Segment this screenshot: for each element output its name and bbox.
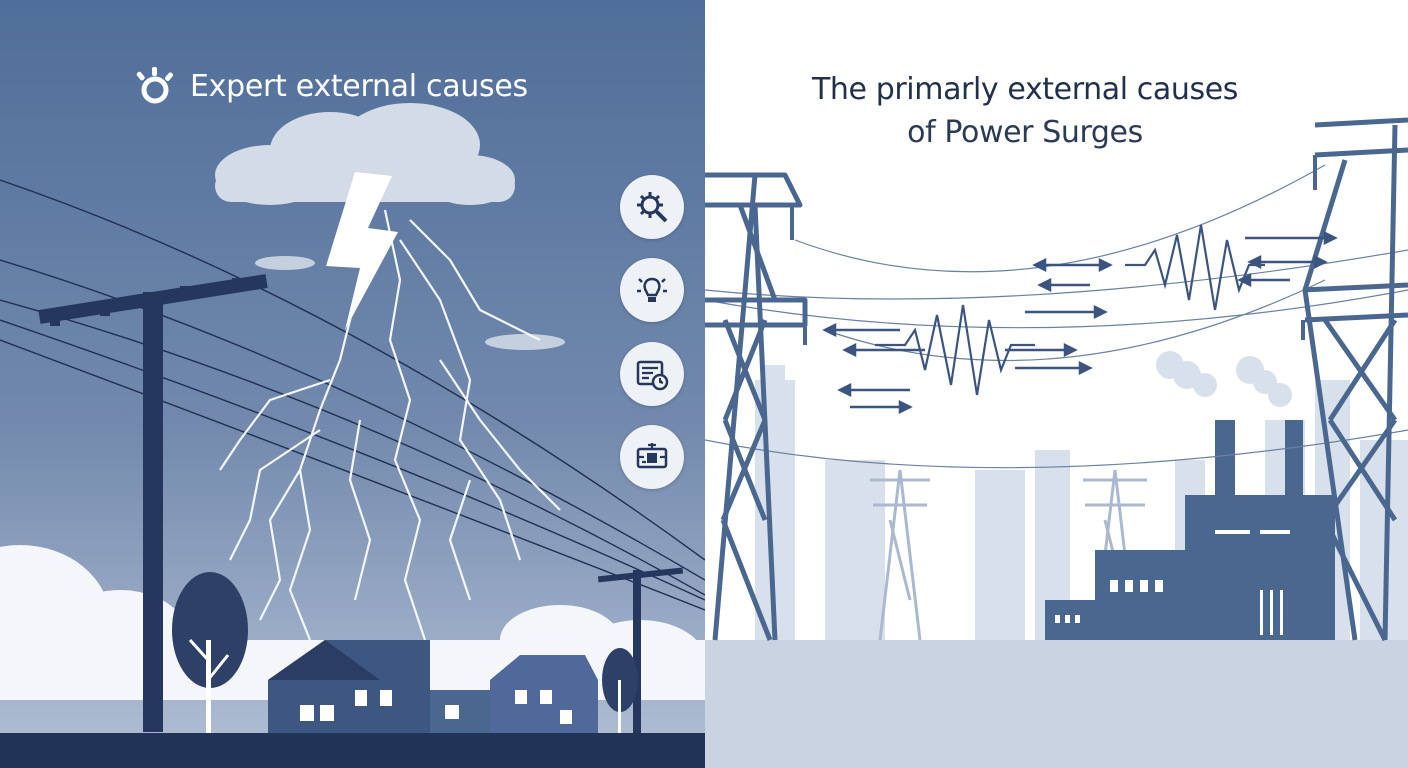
lightning-bolt <box>326 172 398 330</box>
ground <box>0 733 705 768</box>
houses <box>268 640 598 735</box>
right-title-line1: The primarly external causes <box>812 72 1238 107</box>
lightning-branches <box>219 209 561 641</box>
document-clock-icon[interactable] <box>620 342 684 406</box>
storm-scene <box>0 0 705 768</box>
smoke <box>1156 351 1292 407</box>
surge-arrows <box>822 230 1338 415</box>
left-panel-title: Expert external causes <box>132 66 528 106</box>
grid-panel: The primarly external causes of Power Su… <box>705 0 1408 768</box>
insulators <box>790 155 1317 345</box>
ground <box>705 640 1408 768</box>
right-title-line2: of Power Surges <box>907 115 1143 150</box>
utility-pole-right <box>597 567 684 735</box>
sun-eye-logo-icon <box>132 66 178 106</box>
small-cloud <box>485 334 565 350</box>
left-title-text: Expert external causes <box>190 68 528 104</box>
gear-search-icon[interactable] <box>620 175 684 239</box>
factory <box>1045 420 1335 640</box>
tree-right <box>602 648 638 735</box>
tower-right <box>1302 117 1408 642</box>
circuit-board-icon[interactable] <box>620 425 684 489</box>
right-panel-title: The primarly external causes of Power Su… <box>775 68 1275 154</box>
small-cloud <box>255 256 315 270</box>
factory-windows <box>1055 530 1290 635</box>
utility-pole-left <box>38 274 268 732</box>
distant-towers <box>870 469 1147 641</box>
tower-left <box>705 172 808 641</box>
surge-waves <box>875 224 1265 396</box>
grid-scene <box>705 0 1408 768</box>
tree-left <box>172 572 248 735</box>
lightning-panel: Expert external causes <box>0 0 705 768</box>
lightbulb-icon[interactable] <box>620 258 684 322</box>
